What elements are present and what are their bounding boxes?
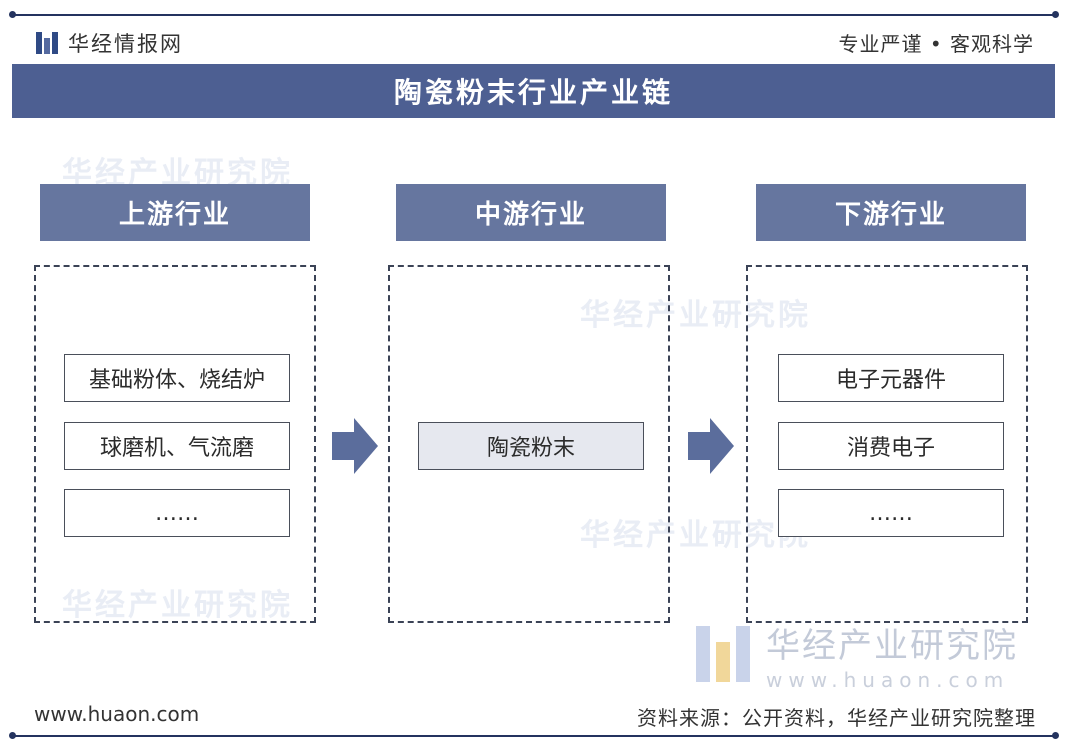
footer-url: www.huaon.com <box>34 702 200 726</box>
footer-source: 资料来源：公开资料，华经产业研究院整理 <box>637 706 1036 730</box>
header-logo: 华经情报网 <box>36 28 183 58</box>
top-frame-line <box>9 11 1059 18</box>
arrow-right-icon <box>332 418 378 474</box>
upstream-item: 球磨机、气流磨 <box>64 422 290 470</box>
upstream-item: 基础粉体、烧结炉 <box>64 354 290 402</box>
downstream-item: …… <box>778 489 1004 537</box>
upstream-item: …… <box>64 489 290 537</box>
header-tagline: 专业严谨 • 客观科学 <box>838 32 1034 56</box>
brand-url: www.huaon.com <box>766 668 1010 692</box>
watermark-text: 华经产业研究院 <box>62 588 293 623</box>
midstream-item: 陶瓷粉末 <box>418 422 644 470</box>
downstream-item: 电子元器件 <box>778 354 1004 402</box>
watermark-text: 华经产业研究院 <box>580 298 811 333</box>
bottom-frame-line <box>9 732 1059 739</box>
upstream-group: 基础粉体、烧结炉 球磨机、气流磨 …… <box>34 265 316 623</box>
page-title: 陶瓷粉末行业产业链 <box>393 76 673 109</box>
watermark-text: 华经产业研究院 <box>580 518 811 553</box>
arrow-right-icon <box>688 418 734 474</box>
midstream-group: 陶瓷粉末 <box>388 265 670 623</box>
brand-watermark: 华经产业研究院 www.huaon.com <box>696 626 1018 692</box>
logo-text: 华经情报网 <box>68 32 183 56</box>
downstream-item: 消费电子 <box>778 422 1004 470</box>
stage-header-downstream: 下游行业 <box>756 184 1026 241</box>
stage-header-upstream: 上游行业 <box>40 184 310 241</box>
brand-name: 华经产业研究院 <box>766 626 1018 666</box>
brand-logo-icon <box>696 626 752 682</box>
stage-header-midstream: 中游行业 <box>396 184 666 241</box>
title-bar: 陶瓷粉末行业产业链 <box>12 64 1055 118</box>
downstream-group: 电子元器件 消费电子 …… <box>746 265 1028 623</box>
logo-bars-icon <box>36 32 58 54</box>
